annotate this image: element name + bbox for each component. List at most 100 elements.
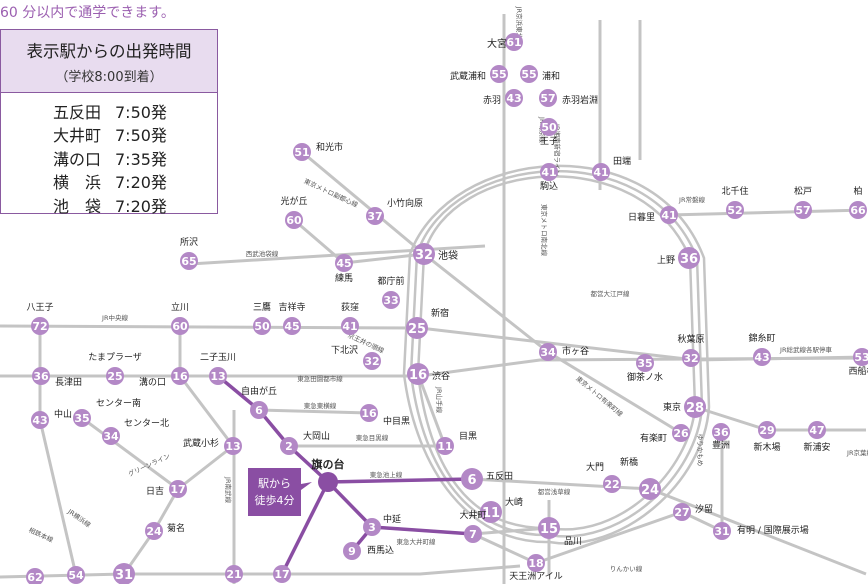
station-name: 立川 [171,301,189,313]
station-minutes: 25 [107,370,122,383]
timetable-station: 池 袋 [52,196,101,216]
station-name: 日暮里 [628,211,655,223]
station-name: 新木場 [753,441,780,453]
station-minutes: 45 [284,320,299,333]
station-name: 自由が丘 [241,385,277,397]
station-name: 所沢 [180,236,198,248]
station-minutes: 21 [226,568,241,581]
school-callout-pointer [301,482,312,490]
station-minutes: 52 [727,204,742,217]
timetable-row: 大井町 7:50発 [1,123,217,147]
station-minutes: 32 [364,355,379,368]
yamanote-loop [402,164,711,545]
station-marker [363,352,381,370]
station-marker [726,201,744,219]
station-name: 武蔵小杉 [183,437,219,449]
station-name: 浦和 [542,70,560,82]
station-marker [713,522,731,540]
station-minutes: 17 [274,568,289,581]
station-minutes: 57 [795,204,810,217]
rail-line [472,510,723,565]
station-minutes: 34 [103,430,119,443]
station-marker [73,409,91,427]
station-name: 新浦安 [803,441,830,453]
station-marker [169,480,187,498]
line-label: 都営浅草線 [538,487,571,496]
rail-line [416,373,447,447]
station-marker [335,254,353,272]
station-name: 二子玉川 [200,352,236,363]
line-label: JR常磐線 [678,195,705,204]
yamanote-loop [416,175,697,531]
timetable-station: 五反田 [52,102,101,122]
station-marker [540,163,558,181]
station-marker [539,89,557,107]
station-marker [672,424,690,442]
station-minutes: 43 [754,351,769,364]
timetable-row: 溝の口 7:35発 [1,146,217,170]
station-marker [26,568,44,586]
station-marker [253,317,271,335]
station-minutes: 57 [540,92,555,105]
timetable-station: 大井町 [52,126,101,146]
station-name: 小竹向原 [387,197,423,209]
station-marker [285,211,303,229]
station-name: 大井町 [459,509,486,521]
station-name: 三鷹 [253,301,271,313]
station-marker [436,437,454,455]
station-name: 池袋 [438,249,458,262]
station-marker [853,348,868,366]
station-name: 駒込 [540,180,558,192]
station-name: 和光市 [316,141,343,153]
station-name: 錦糸町 [748,332,775,344]
station-marker [366,207,384,225]
station-minutes: 36 [680,252,698,267]
station-minutes: 55 [491,68,506,81]
station-name: 都庁前 [377,275,404,287]
station-name: 溝の口 [139,376,166,388]
station-marker [849,201,867,219]
station-minutes: 43 [506,92,521,105]
station-minutes: 16 [172,370,188,383]
station-marker [758,421,776,439]
station-marker [209,367,227,385]
headline: 60 分以内で通学できます。 [0,5,175,21]
station-name: 御茶ノ水 [627,371,663,383]
station-minutes: 13 [210,370,225,383]
station-marker [31,317,49,335]
station-marker [382,291,400,309]
station-name: 有明 / 国際展示場 [737,524,809,536]
timetable-time: 7:20発 [115,196,167,216]
station-marker [363,518,381,536]
timetable-header: 表示駅からの出発時間 （学校8:00到着） [1,30,217,93]
station-name: 大岡山 [303,430,330,442]
station-marker [280,437,298,455]
station-name: 豊洲 [712,439,730,451]
line-label: JR総武線各駅停車 [779,345,832,354]
rail-line [301,150,425,256]
station-name: 菊名 [167,522,185,534]
station-marker [106,367,124,385]
station-minutes: 28 [686,401,704,416]
station-name: 中目黒 [383,415,410,427]
station-minutes: 66 [850,204,866,217]
station-name: 柏 [853,185,862,197]
station-marker [113,563,135,585]
station-marker [145,522,163,540]
station-minutes: 41 [661,209,676,222]
station-minutes: 11 [482,506,500,521]
timetable-rows: 五反田 7:50発 大井町 7:50発 溝の口 7:35発 横 浜 7:20発 … [1,93,217,217]
station-minutes: 60 [172,320,188,333]
station-name: 中山 [54,408,72,420]
station-marker [639,478,661,500]
station-minutes: 18 [528,557,543,570]
station-name: 大宮 [487,37,507,50]
line-label: 東急目黒線 [356,433,389,442]
station-marker [505,33,523,51]
station-name: センター南 [96,397,141,409]
timetable-row: 五反田 7:50発 [1,99,217,123]
station-name: 松戸 [794,185,812,197]
school-station-name: 旗の台 [312,457,345,471]
timetable-row: 池 袋 7:20発 [1,193,217,217]
rail-line [189,244,486,266]
